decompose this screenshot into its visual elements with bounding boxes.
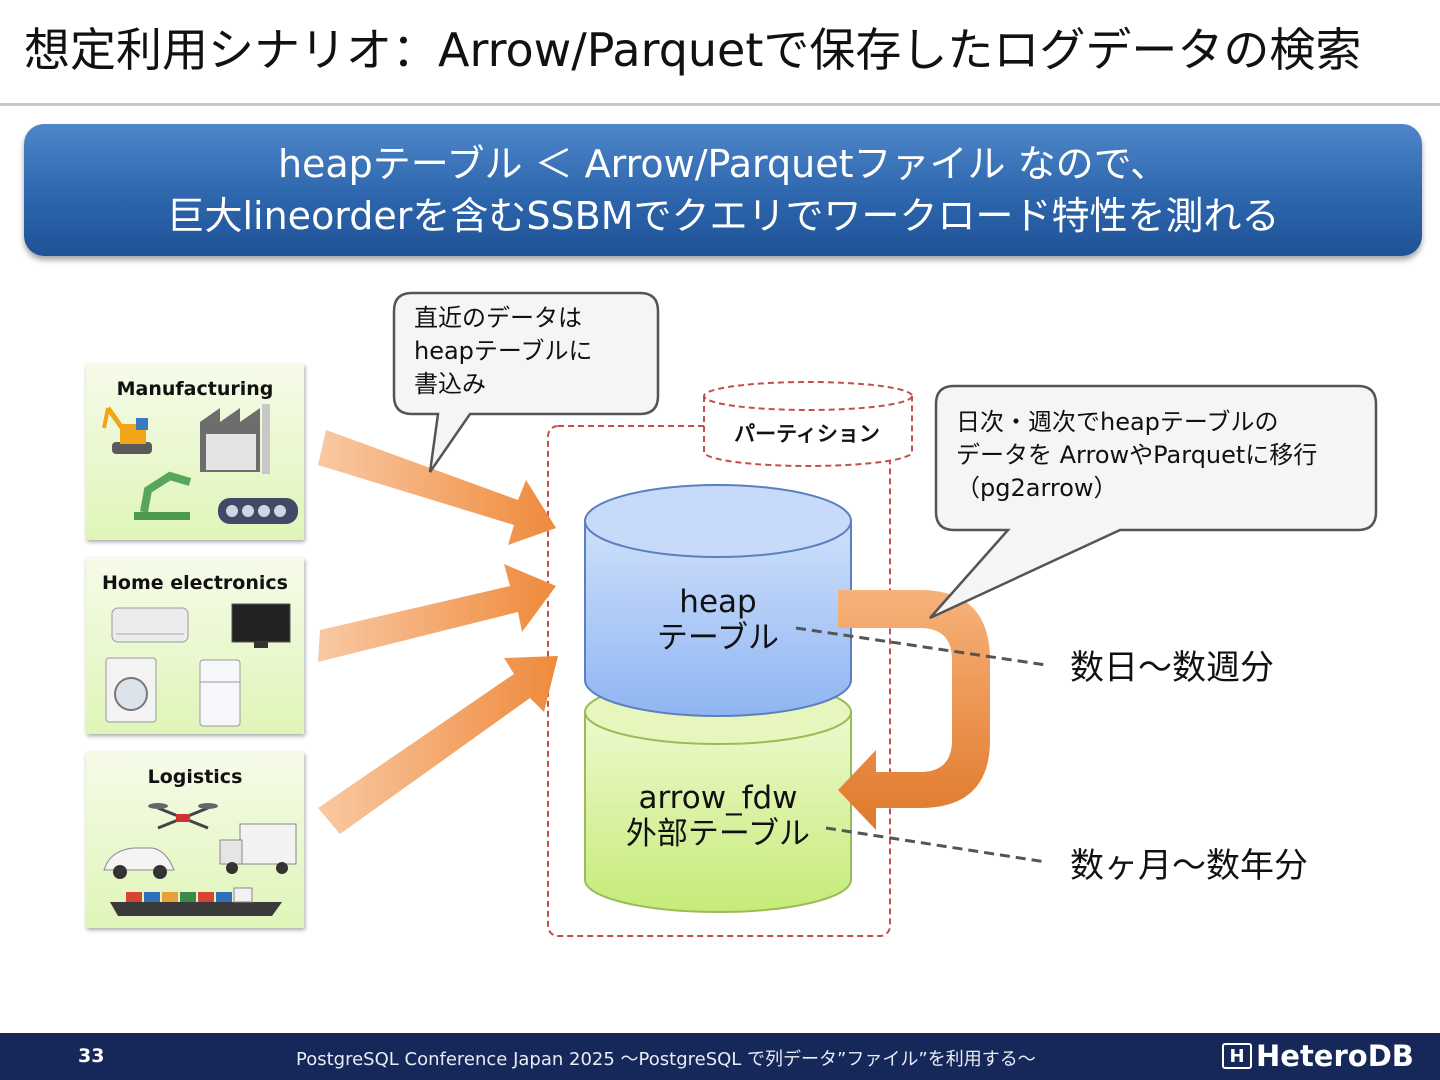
heap-cylinder: [584, 484, 852, 717]
arrow-fdw-table-label: arrow_fdw 外部テーブル: [585, 780, 851, 852]
arrow-period-label: 数ヶ月～数年分: [1070, 846, 1308, 886]
robot-arm-icon: [134, 471, 192, 520]
callout-line: （pg2arrow）: [956, 474, 1118, 502]
factory-illustration: [102, 404, 298, 524]
heap-label-line: heap: [679, 584, 757, 620]
heap-period-leader: [795, 626, 1047, 667]
footer-conference-text: PostgreSQL Conference Japan 2025 ～Postgr…: [296, 1049, 1036, 1070]
callout-migrate-text: 日次・週次でheapテーブルの データを ArrowやParquetに移行 （p…: [956, 406, 1317, 505]
callout-recent-bubble: [392, 291, 660, 473]
arrow-label-line: arrow_fdw: [638, 780, 798, 816]
callout-line: 日次・週次でheapテーブルの: [956, 408, 1279, 436]
callout-migrate-bubble: [929, 384, 1378, 620]
drone-icon: [148, 803, 218, 830]
page-number: 33: [78, 1045, 105, 1067]
summary-banner: heapテーブル ＜ Arrow/Parquetファイル なので、 巨大line…: [24, 124, 1422, 256]
callout-line: データを ArrowやParquetに移行: [956, 441, 1318, 469]
heterodb-logo-icon: H: [1222, 1043, 1252, 1069]
factory-icon: [200, 404, 270, 474]
heterodb-logo-text: HeteroDB: [1256, 1039, 1414, 1073]
banner-line-2: 巨大lineorderを含むSSBMでクエリでワークロード特性を測れる: [166, 194, 1280, 238]
partition-label: パーティション: [734, 422, 880, 446]
partition-label-cylinder: [703, 381, 913, 467]
slide-title: 想定利用シナリオ：Arrow/Parquetで保存したログデータの検索: [24, 23, 1362, 77]
heap-period-label: 数日～数週分: [1070, 648, 1274, 688]
heap-table-label: heap テーブル: [585, 584, 851, 656]
logistics-illustration: [103, 803, 297, 916]
appliances-illustration: [105, 603, 291, 727]
heap-label-line: テーブル: [656, 620, 780, 656]
arrow-logistics: [318, 656, 558, 834]
washing-machine-icon: [105, 657, 157, 723]
title-divider: [0, 103, 1440, 106]
callout-recent-text: 直近のデータは heapテーブルに 書込み: [414, 302, 592, 401]
cargo-ship-icon: [110, 887, 282, 916]
migration-arrow: [838, 590, 990, 830]
conveyor-icon: [218, 498, 298, 524]
callout-line: 直近のデータは: [414, 304, 582, 332]
source-label: Manufacturing: [116, 378, 274, 400]
source-panel-logistics: Logistics: [86, 752, 304, 928]
arrow-period-leader: [825, 826, 1047, 864]
source-panel-manufacturing: Manufacturing: [86, 364, 304, 540]
excavator-icon: [102, 406, 152, 454]
refrigerator-icon: [199, 659, 241, 727]
car-icon: [103, 847, 175, 879]
truck-icon: [219, 823, 297, 874]
banner-line-1: heapテーブル ＜ Arrow/Parquetファイル なので、: [277, 142, 1169, 186]
arrow-home-electronics: [318, 564, 556, 662]
footer-bar: 33 PostgreSQL Conference Japan 2025 ～Pos…: [0, 1033, 1440, 1080]
callout-line: 書込み: [414, 370, 486, 398]
source-label: Logistics: [147, 766, 243, 788]
arrow-label-line: 外部テーブル: [625, 816, 811, 852]
air-conditioner-icon: [111, 607, 189, 643]
arrow-manufacturing: [318, 430, 556, 545]
heterodb-logo: H HeteroDB: [1222, 1039, 1414, 1073]
television-icon: [231, 603, 291, 648]
source-label: Home electronics: [102, 572, 288, 594]
source-panel-home-electronics: Home electronics: [86, 558, 304, 734]
callout-line: heapテーブルに: [414, 337, 593, 365]
